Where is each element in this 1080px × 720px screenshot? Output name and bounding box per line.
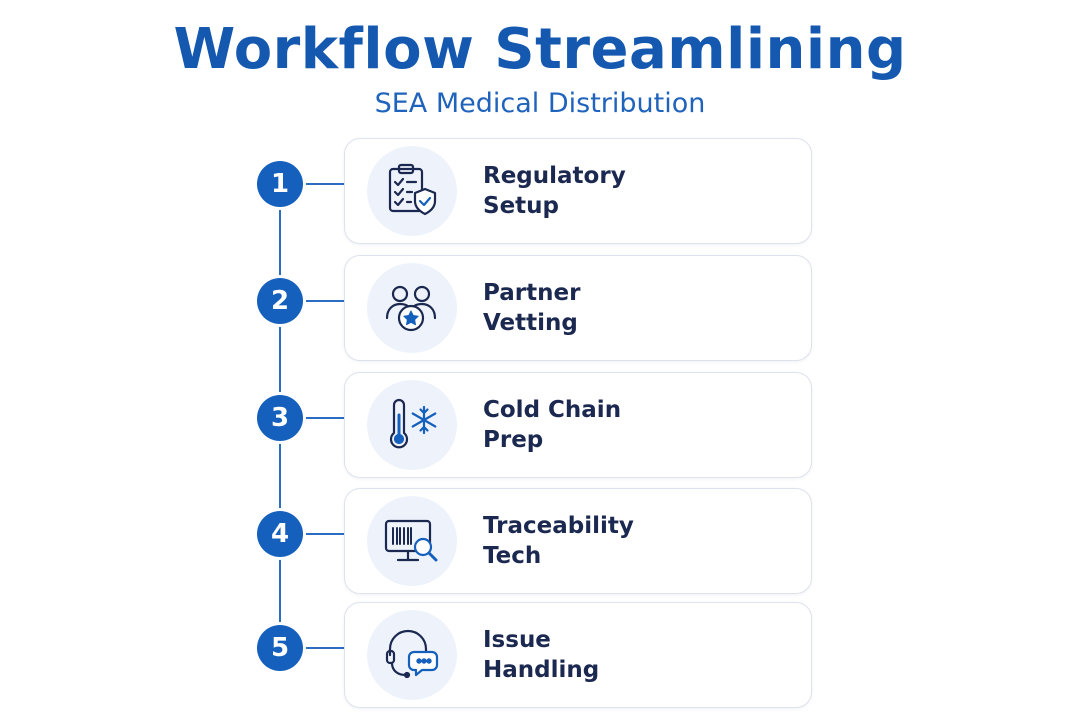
partners-star-icon xyxy=(367,263,457,353)
step-card-regulatory-setup[interactable]: Regulatory Setup xyxy=(344,138,812,244)
step-connector xyxy=(303,183,345,185)
step-card-traceability-tech[interactable]: Traceability Tech xyxy=(344,488,812,594)
headset-chat-icon xyxy=(367,610,457,700)
step-number-badge: 1 xyxy=(257,161,303,207)
step-label: Traceability Tech xyxy=(483,513,634,569)
page-title: Workflow Streamlining xyxy=(173,17,907,82)
step-label: Partner Vetting xyxy=(483,280,581,336)
barcode-monitor-icon xyxy=(367,496,457,586)
page-subtitle: SEA Medical Distribution xyxy=(374,88,706,119)
step-1: 1 Regulatory Setup xyxy=(0,138,1080,244)
step-connector xyxy=(303,417,345,419)
step-card-partner-vetting[interactable]: Partner Vetting xyxy=(344,255,812,361)
thermometer-snowflake-icon xyxy=(367,380,457,470)
step-card-cold-chain-prep[interactable]: Cold Chain Prep xyxy=(344,372,812,478)
step-2: 2 Partner Vetting xyxy=(0,255,1080,361)
step-connector xyxy=(303,647,345,649)
step-number-badge: 5 xyxy=(257,625,303,671)
clipboard-shield-icon xyxy=(367,146,457,236)
step-3: 3 Cold Chain Prep xyxy=(0,372,1080,478)
step-connector xyxy=(303,533,345,535)
step-number-badge: 4 xyxy=(257,511,303,557)
step-number-badge: 3 xyxy=(257,395,303,441)
step-number-badge: 2 xyxy=(257,278,303,324)
step-label: Cold Chain Prep xyxy=(483,397,622,453)
step-4: 4 Traceability Tech xyxy=(0,488,1080,594)
step-5: 5 Issue Handling xyxy=(0,602,1080,708)
step-label: Regulatory Setup xyxy=(483,163,626,219)
step-connector xyxy=(303,300,345,302)
step-label: Issue Handling xyxy=(483,627,600,683)
step-card-issue-handling[interactable]: Issue Handling xyxy=(344,602,812,708)
